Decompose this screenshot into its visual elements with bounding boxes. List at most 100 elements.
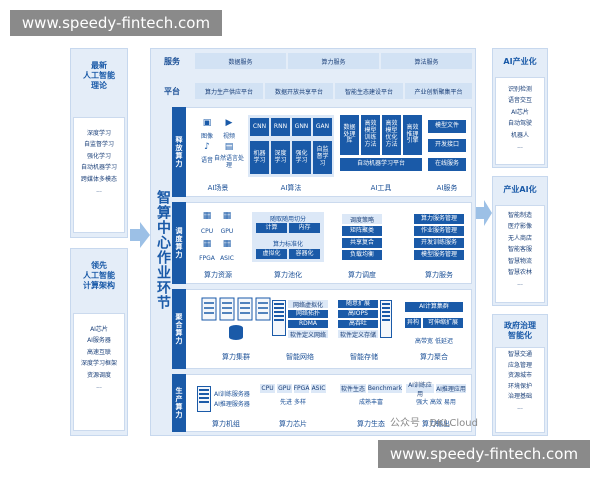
pool-label: 算力池化 (274, 271, 302, 279)
ai-service-cell: 开发接口 (428, 139, 466, 152)
list-item: 无人商店 (507, 234, 532, 242)
produce-layer-title: 生产算力 (172, 374, 186, 432)
left-theory-title: 最新 人工智能 理论 (83, 61, 115, 90)
chip-label: GPU (220, 228, 234, 235)
list-item: 智慧交通 (507, 351, 532, 358)
chip-cell: FPGA (293, 384, 310, 393)
list-item: 自动驾驶 (507, 120, 532, 128)
list-item: 跨媒体多模态 (80, 175, 117, 183)
output-note: 强大 高效 易用 (416, 399, 456, 406)
list-item: 智能制造 (507, 212, 532, 219)
chip-label: 算力芯片 (279, 420, 307, 428)
list-item: 智慧物流 (507, 257, 532, 265)
output-label: 算力输出 (422, 420, 450, 428)
service-cell: 算法服务 (381, 53, 472, 69)
compute-service-cell: 算力服务管理 (414, 214, 464, 224)
fusion-cell: AI计算集群 (405, 302, 463, 312)
chip-label: ASIC (220, 255, 234, 262)
tool-cell: 高效模型优化方法 (382, 115, 401, 155)
arrow-right-icon (476, 200, 492, 226)
list-item: AI服务器 (87, 337, 111, 345)
storage-cell: 高IOPS (338, 310, 378, 318)
algorithm-top-cell: GAN (313, 118, 332, 136)
algorithm-top-cell: GNN (292, 118, 311, 136)
list-item: 语音交互 (507, 97, 532, 105)
list-item: 资源城市 (507, 372, 532, 379)
output-cell: AI训练应用 (406, 382, 434, 398)
algorithm-label: AI算法 (280, 184, 302, 192)
ai-industry-list: 识别检测 语音交互 AI芯片 自动驾驶 机器人 ... (495, 77, 545, 165)
server-cluster-icon (201, 297, 271, 340)
unit-cell: AI推理服务器 (214, 401, 250, 408)
pool-text: 算力标准化 (272, 241, 303, 248)
fusion-cell: 异构 (405, 318, 421, 328)
gov-list: 智慧交通 应急管理 资源城市 环境保护 治理基础 ... (495, 347, 545, 433)
storage-label: 智能存储 (350, 353, 378, 361)
list-item: 自监督学习 (83, 141, 114, 149)
chip-cell: GPU (277, 384, 292, 393)
list-item: 应急管理 (507, 361, 532, 369)
platform-cell: 数据开放共享平台 (265, 83, 333, 99)
source-credit: 公众号 · DKLCloud (390, 418, 478, 429)
eco-label: 算力生态 (357, 420, 385, 428)
cluster-label: 算力集群 (222, 353, 250, 361)
list-item: 资源调度 (86, 371, 111, 379)
network-rack-icon (272, 300, 286, 336)
produce-layer (172, 374, 472, 432)
ai-service-cell: 在线服务 (428, 158, 466, 171)
industry-ai-list: 智能制造 医疗影像 无人商店 智能客服 智慧物流 智慧农林 ... (495, 205, 545, 303)
storage-cell: 高吞吐 (338, 320, 378, 328)
compute-service-cell: 开发训练服务 (414, 238, 464, 248)
aggregate-layer-title: 聚合算力 (172, 289, 186, 369)
sched-cell: 矩阵聚类 (342, 226, 382, 236)
microphone-icon: ♪ (204, 142, 210, 152)
service-cell: 数据服务 (195, 53, 286, 69)
scene-item: 视频 (222, 133, 235, 140)
watermark-bottom: www.speedy-fintech.com (378, 440, 590, 468)
platform-label: 平台 (164, 86, 180, 96)
scene-item: 语音 (200, 157, 213, 164)
chip-cell: CPU (260, 384, 275, 393)
list-item: 医疗影像 (507, 223, 532, 231)
algorithm-bottom-cell: 机器学习 (250, 141, 269, 174)
left-arch-list: AI芯片 AI服务器 高速互联 深度学习框架 资源调度 ... (73, 313, 125, 431)
scene-label: AI场景 (207, 184, 229, 192)
video-icon: ▶ (225, 118, 233, 128)
eco-note: 成熟丰富 (358, 399, 383, 406)
service-cell: 算力服务 (288, 53, 379, 69)
sched-cell: 共享复合 (342, 238, 382, 248)
fusion-cell: 可伸缩扩展 (423, 318, 463, 328)
algorithm-bottom-cell: 深度学习 (271, 141, 290, 174)
sched-label: 算力调度 (348, 271, 376, 279)
resource-label: 算力资源 (204, 271, 232, 279)
chip-icon: ▦ (202, 239, 212, 249)
tool-label: AI工具 (370, 184, 392, 192)
pool-cell: 计算 (256, 223, 287, 233)
schedule-layer-title: 调度算力 (172, 202, 186, 284)
chip-cell: ASIC (311, 384, 326, 393)
network-cell: 网络虚拟化 (288, 300, 328, 309)
algorithm-top-cell: CNN (250, 118, 269, 136)
fusion-label: 算力聚合 (420, 353, 448, 361)
list-item: ... (517, 403, 523, 411)
release-layer-title: 释放算力 (172, 107, 186, 197)
chip-icon: ▦ (222, 211, 232, 221)
pool-cell: 虚拟化 (256, 249, 287, 259)
list-item: 环境保护 (507, 382, 532, 390)
watermark-top: www.speedy-fintech.com (10, 10, 222, 36)
list-item: ... (96, 382, 102, 390)
left-arch-title: 领先 人工智能 计算架构 (83, 261, 115, 290)
platform-cell: 产业创新聚集平台 (405, 83, 472, 99)
compute-service-cell: 作业服务管理 (414, 226, 464, 236)
tool-cell: 高效推理引擎 (403, 115, 422, 155)
list-item: 机器人 (510, 131, 529, 139)
scene-item: 自然语言处理 (214, 155, 245, 170)
right-panel-gov: 政府治理 智能化 智慧交通 应急管理 资源城市 环境保护 治理基础 ... (492, 314, 548, 436)
list-item: AI芯片 (90, 326, 108, 333)
ai-industry-title: AI产业化 (503, 57, 537, 66)
platform-cell: 算力生产供应平台 (195, 83, 263, 99)
network-cell: RDMA (288, 320, 328, 328)
output-cell: AI推理应用 (436, 384, 466, 393)
right-panel-industry-ai: 产业AI化 智能制造 医疗影像 无人商店 智能客服 智慧物流 智慧农林 ... (492, 176, 548, 306)
right-panel-ai-industry: AI产业化 识别检测 语音交互 AI芯片 自动驾驶 机器人 ... (492, 48, 548, 168)
